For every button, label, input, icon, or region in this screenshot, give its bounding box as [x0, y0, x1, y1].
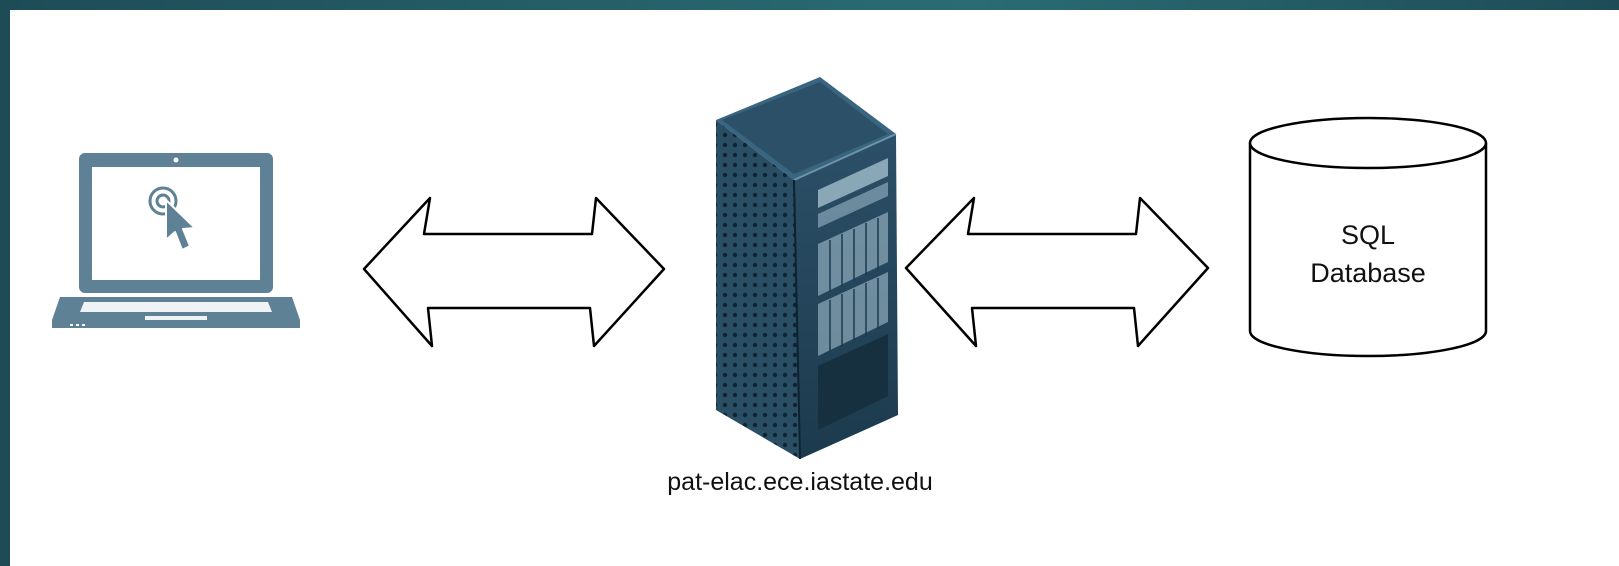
database-label: SQL Database	[1250, 216, 1486, 292]
frame-left-border	[0, 0, 10, 566]
bidirectional-arrow-right	[904, 196, 1210, 348]
bidirectional-arrow-left	[362, 196, 666, 348]
laptop-icon	[52, 153, 300, 328]
cursor-click-icon	[148, 186, 196, 251]
database-label-line1: SQL	[1340, 220, 1396, 250]
database-label-line2: Database	[1310, 258, 1426, 288]
database-cylinder-icon	[1248, 116, 1488, 358]
server-hostname-label: pat-elac.ece.iastate.edu	[667, 468, 933, 496]
frame-top-border	[0, 0, 1619, 10]
server-rack-icon	[716, 77, 898, 460]
